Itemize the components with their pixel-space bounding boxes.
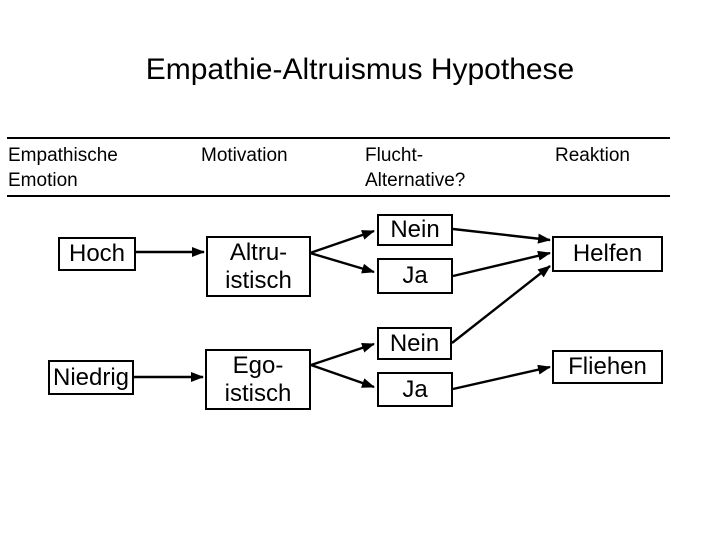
node-ja-top: Ja [377, 258, 453, 294]
column-header-motivation: Motivation [201, 145, 288, 166]
node-helfen: Helfen [552, 236, 663, 272]
node-niedrig: Niedrig [48, 360, 134, 395]
column-header-reaktion: Reaktion [555, 145, 630, 166]
node-nein-top: Nein [377, 214, 453, 246]
node-hoch: Hoch [58, 237, 136, 271]
arrow-egoistisch-to-ja-bottom [310, 363, 375, 389]
arrow-nein-bottom-to-helfen [451, 265, 551, 344]
header-rule-top [7, 137, 670, 139]
node-fliehen: Fliehen [552, 350, 663, 384]
arrow-altruistisch-to-nein-top [309, 229, 375, 255]
column-header-empathische-emotion: Empathische Emotion [8, 145, 118, 191]
node-nein-bottom: Nein [377, 327, 452, 360]
column-header-flucht-alternative: Flucht- Alternative? [365, 145, 466, 191]
header-rule-bottom [7, 195, 670, 197]
arrow-egoistisch-to-nein-bottom [310, 342, 375, 367]
node-ja-bottom: Ja [377, 372, 453, 407]
arrow-altruistisch-to-ja-top [309, 251, 375, 274]
page-title: Empathie-Altruismus Hypothese [145, 53, 575, 86]
arrow-ja-top-to-helfen [452, 250, 551, 278]
arrow-nein-top-to-helfen [452, 227, 551, 244]
arrow-ja-bottom-to-fliehen [452, 364, 551, 391]
node-egoistisch: Ego- istisch [205, 349, 311, 410]
node-altruistisch: Altru- istisch [206, 236, 311, 297]
